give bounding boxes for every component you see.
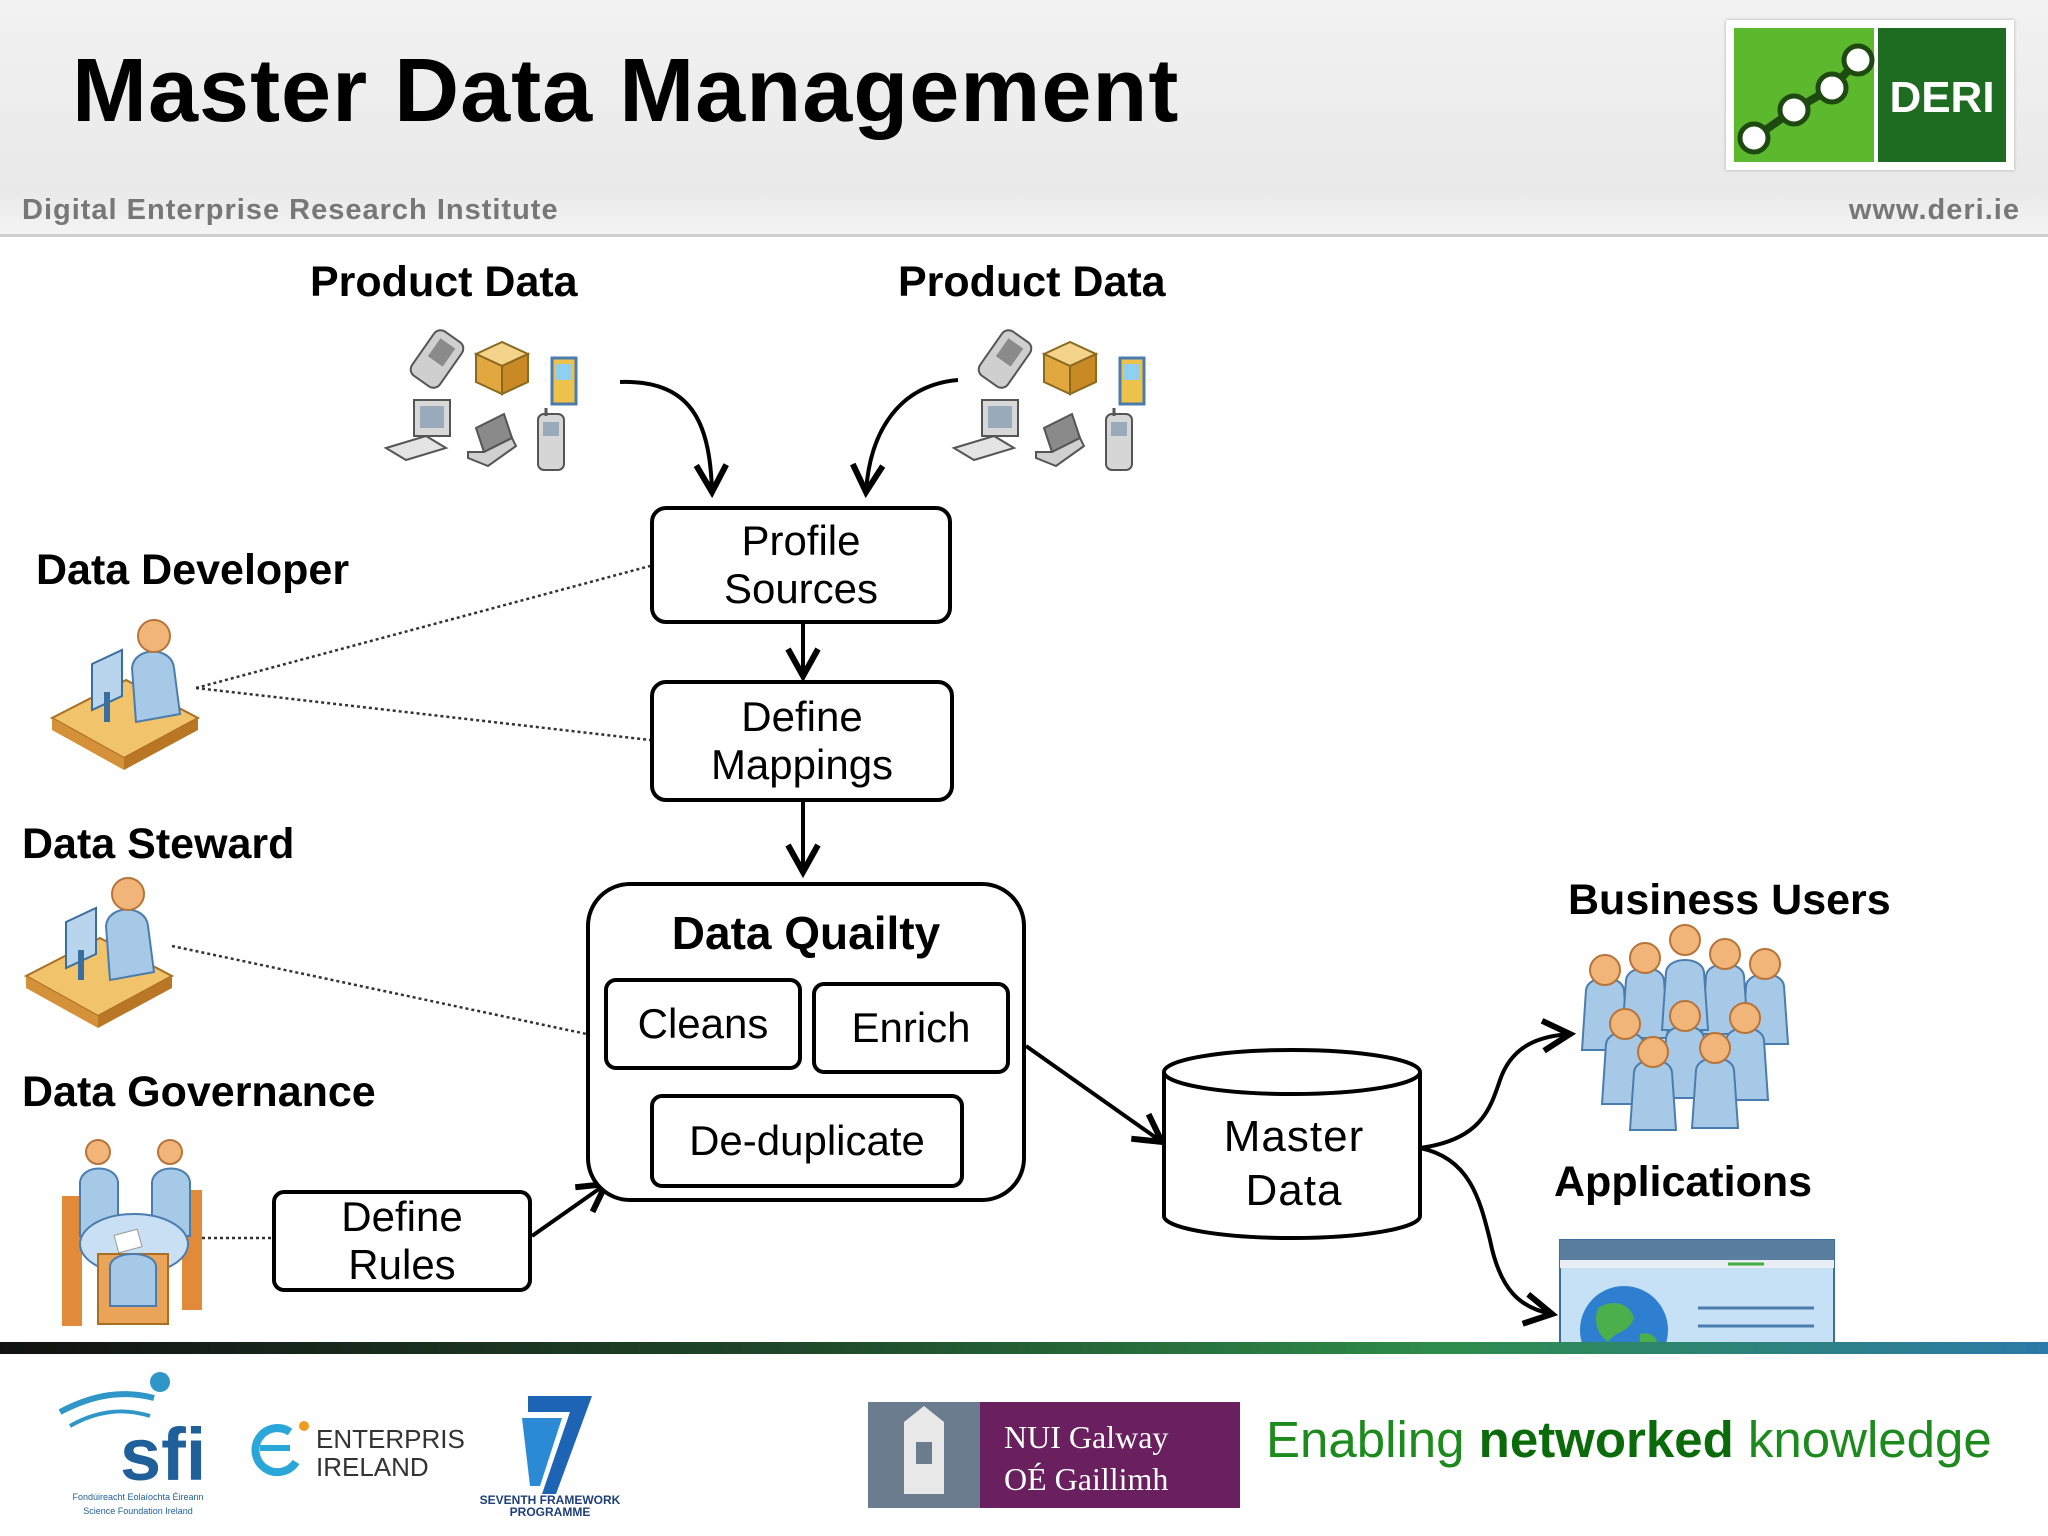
fp7-logo: SEVENTH FRAMEWORK PROGRAMME [480,1396,621,1519]
nui-text-1: NUI Galway [1004,1419,1168,1455]
master-line-1: Master [1223,1112,1365,1161]
rules-line-2: Rules [348,1241,456,1288]
arrow-source2-to-profile [866,378,959,492]
arrow-source1-to-profile [619,379,712,492]
package-icon [1041,340,1099,396]
de-duplicate-label: De-duplicate [689,1117,925,1164]
deri-logo: DERI [1726,20,2014,170]
fp7-text-2: PROGRAMME [510,1505,591,1519]
tagline: Enabling networked knowledge [1266,1410,1992,1469]
mappings-line-1: Define [741,693,863,740]
institute-name: Digital Enterprise Research Institute [22,194,559,226]
enterprise-ireland-logo: ENTERPRISE IRELAND [251,1421,466,1482]
cleans-label: Cleans [637,1000,769,1047]
profile-line-2: Sources [723,565,879,612]
mappings-line-2: Mappings [710,741,894,788]
footer-band [0,1342,2048,1354]
handheld-icon [977,329,1033,389]
devices-cluster-1 [383,329,578,471]
ei-text-1: ENTERPRISE [316,1424,466,1454]
header-bar [0,0,2048,190]
arrow-master-to-users [1419,1034,1570,1150]
de-duplicate-box: De-duplicate [650,1094,964,1188]
mobile-phone-icon [1105,408,1133,471]
business-users-group-icon [1580,924,1790,1131]
product-box-icon [550,356,578,406]
data-quality-title: Data Quailty [671,907,941,959]
laptop-icon [467,412,518,468]
dotted-developer-mappings [195,686,651,742]
enrich-label: Enrich [851,1004,971,1051]
product-box-icon [1118,356,1146,406]
nui-galway-logo: NUI Galway OÉ Gaillimh [868,1402,1240,1508]
role-applications: Applications [1554,1158,1813,1206]
master-data-cylinder [1162,1048,1422,1240]
fp7-text-1: SEVENTH FRAMEWORK [480,1493,621,1507]
cleans-box: Cleans [604,978,802,1070]
role-data-developer: Data Developer [36,546,350,594]
dotted-steward-quality [171,944,597,1038]
page-title: Master Data Management [72,41,1180,141]
tagline-post: knowledge [1733,1411,1992,1468]
tagline-pre: Enabling [1266,1411,1479,1468]
governance-meeting-icon [62,1139,202,1326]
ei-text-2: IRELAND [316,1452,429,1482]
master-line-2: Data [1245,1166,1343,1215]
tagline-bold: networked [1478,1411,1734,1468]
sfi-sub-2: Science Foundation Ireland [83,1506,193,1516]
sfi-logo-text: sfi [120,1413,206,1496]
source-label-2: Product Data [898,258,1166,306]
role-business-users: Business Users [1568,876,1891,924]
profile-line-1: Profile [741,517,861,564]
source-label-1: Product Data [310,258,578,306]
arrow-master-to-apps [1419,1146,1552,1314]
devices-cluster-2 [951,329,1146,471]
laptop-icon [1035,412,1086,468]
dotted-developer-profile [195,564,651,690]
computer-icon [951,399,1019,462]
website-url: www.deri.ie [1848,194,2020,226]
computer-icon [383,399,451,462]
nui-text-2: OÉ Gaillimh [1004,1461,1168,1497]
mobile-phone-icon [537,408,565,471]
rules-line-1: Define [341,1193,463,1240]
subtitle-bar [0,190,2048,237]
sfi-sub-1: Fondúireacht Eolaíochta Éireann [72,1492,203,1502]
role-data-steward: Data Steward [22,820,295,868]
handheld-icon [409,329,465,389]
sfi-logo: sfi Fondúireacht Eolaíochta Éireann Scie… [58,1372,206,1516]
deri-logo-text: DERI [1889,73,1994,122]
arrow-quality-to-master [1024,1044,1162,1142]
steward-desk-icon [23,877,175,1028]
master-data-label: Master Data [1166,1110,1422,1218]
role-data-governance: Data Governance [22,1068,376,1116]
developer-desk-icon [49,619,201,770]
enrich-box: Enrich [812,982,1010,1074]
package-icon [473,340,531,396]
arrow-rules-to-quality [530,1184,606,1238]
